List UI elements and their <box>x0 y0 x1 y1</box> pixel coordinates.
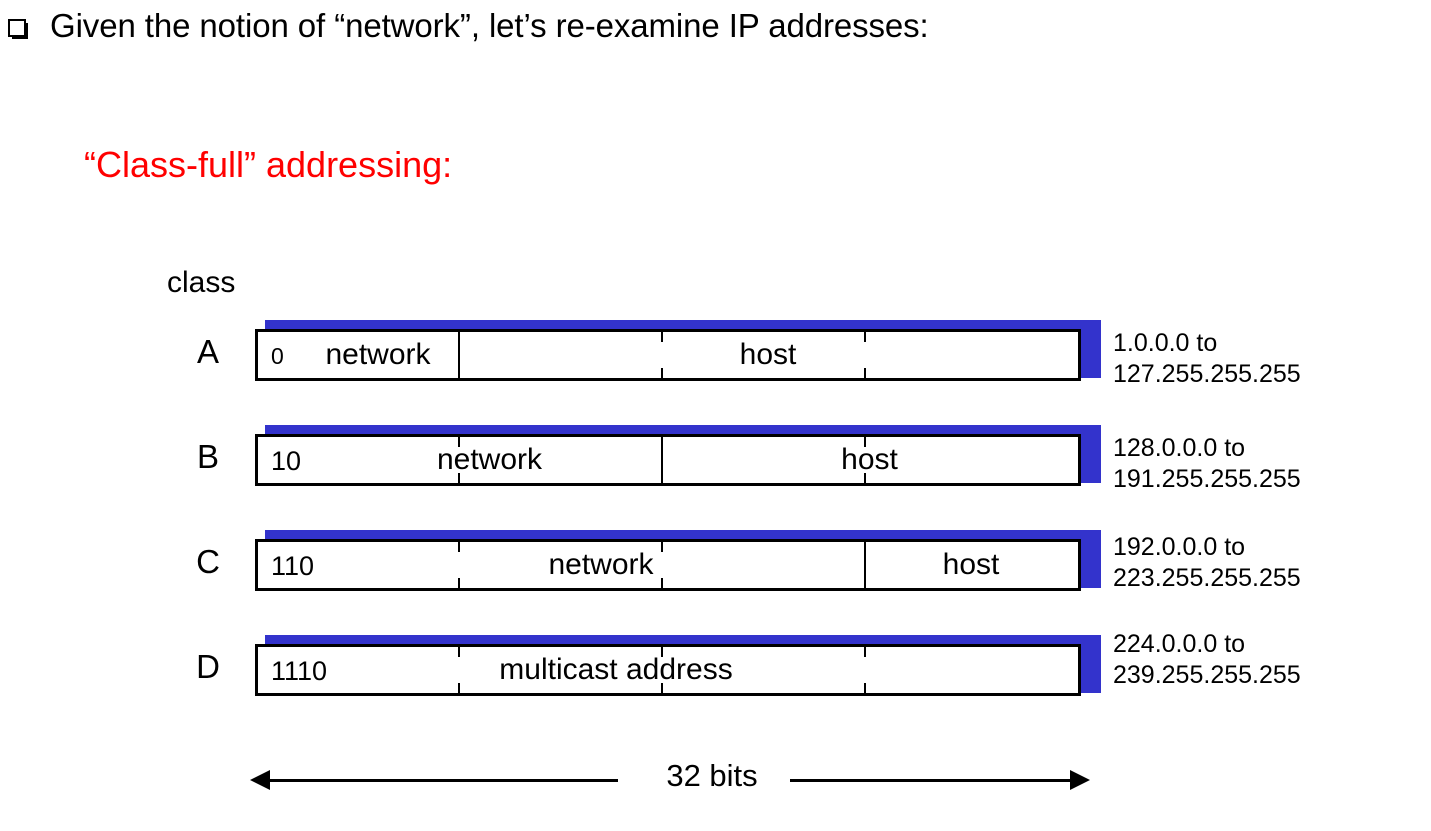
bar-box: 1110 multicast address <box>255 644 1081 696</box>
byte-tick <box>661 368 663 378</box>
class-b-network-field: network <box>436 443 543 476</box>
class-c-ip-range: 192.0.0.0 to 223.255.255.255 <box>1113 532 1301 594</box>
arrow-head-left-icon <box>250 770 270 790</box>
bar-box: 110 network host <box>255 539 1081 591</box>
ip-range-line2: 127.255.255.255 <box>1113 360 1301 388</box>
class-c-host-field: host <box>942 548 1000 581</box>
class-row-a: A 0 network host 1.0.0.0 to 127.255.255.… <box>0 320 1431 390</box>
byte-tick <box>458 683 460 693</box>
class-row-b: B 10 network host 128.0.0.0 to 191.255.2… <box>0 425 1431 495</box>
classfull-addressing-heading: “Class-full” addressing: <box>84 144 453 185</box>
ip-range-line1: 1.0.0.0 to <box>1113 329 1218 357</box>
class-b-prefix-bits: 10 <box>271 446 302 476</box>
bullet-text: Given the notion of “network”, let’s re-… <box>50 7 929 44</box>
byte-tick <box>458 437 460 447</box>
class-b-ip-range: 128.0.0.0 to 191.255.255.255 <box>1113 433 1301 495</box>
byte-tick <box>458 542 460 552</box>
bits-label: 32 bits <box>666 758 758 793</box>
field-divider <box>458 332 460 378</box>
byte-tick <box>661 542 663 552</box>
class-a-network-field: network <box>325 338 431 371</box>
square-bullet-icon <box>8 19 28 39</box>
field-divider <box>661 437 663 483</box>
class-letter-c: C <box>196 543 220 580</box>
ip-range-line1: 128.0.0.0 to <box>1113 434 1246 462</box>
byte-tick <box>661 647 663 657</box>
ip-range-line1: 224.0.0.0 to <box>1113 630 1246 658</box>
byte-tick <box>864 437 866 447</box>
bar-box: 0 network host <box>255 329 1081 381</box>
class-letter-a: A <box>196 333 219 370</box>
byte-tick <box>864 368 866 378</box>
byte-tick <box>458 647 460 657</box>
class-c-network-field: network <box>548 548 654 581</box>
class-d-bar: 1110 multicast address <box>255 635 1101 703</box>
byte-tick <box>458 473 460 483</box>
byte-tick <box>661 578 663 588</box>
class-c-bar: 110 network host <box>255 530 1101 598</box>
arrow-line-right <box>790 779 1072 782</box>
byte-tick <box>864 332 866 342</box>
class-a-host-field: host <box>739 338 797 371</box>
class-letter-d: D <box>196 648 220 685</box>
byte-tick <box>661 683 663 693</box>
ip-range-line2: 191.255.255.255 <box>1113 465 1301 493</box>
ip-range-line2: 239.255.255.255 <box>1113 661 1301 689</box>
class-c-prefix-bits: 110 <box>271 551 315 581</box>
byte-tick <box>864 473 866 483</box>
bar-box: 10 network host <box>255 434 1081 486</box>
class-d-ip-range: 224.0.0.0 to 239.255.255.255 <box>1113 629 1301 691</box>
byte-tick <box>864 647 866 657</box>
class-row-d: D 1110 multicast address 224.0.0.0 to 23… <box>0 630 1431 705</box>
ip-range-line2: 223.255.255.255 <box>1113 564 1301 592</box>
width-annotation-32-bits: 32 bits <box>250 758 1090 812</box>
byte-tick <box>458 578 460 588</box>
class-a-ip-range: 1.0.0.0 to 127.255.255.255 <box>1113 328 1301 390</box>
arrow-line-left <box>268 779 618 782</box>
bullet-line: Given the notion of “network”, let’s re-… <box>8 6 929 46</box>
byte-tick <box>661 332 663 342</box>
class-column-label: class <box>167 266 236 299</box>
class-letter-b: B <box>196 438 219 475</box>
ip-range-line1: 192.0.0.0 to <box>1113 533 1246 561</box>
field-divider <box>864 542 866 588</box>
class-b-host-field: host <box>841 443 898 476</box>
class-d-multicast-field: multicast address <box>499 653 733 686</box>
class-a-prefix-bits: 0 <box>271 343 284 369</box>
arrow-head-right-icon <box>1070 770 1090 790</box>
class-d-prefix-bits: 1110 <box>271 656 328 686</box>
class-b-bar: 10 network host <box>255 425 1101 493</box>
class-a-bar: 0 network host <box>255 320 1101 388</box>
class-row-c: C 110 network host 192.0.0.0 to 223.255.… <box>0 530 1431 600</box>
byte-tick <box>864 683 866 693</box>
